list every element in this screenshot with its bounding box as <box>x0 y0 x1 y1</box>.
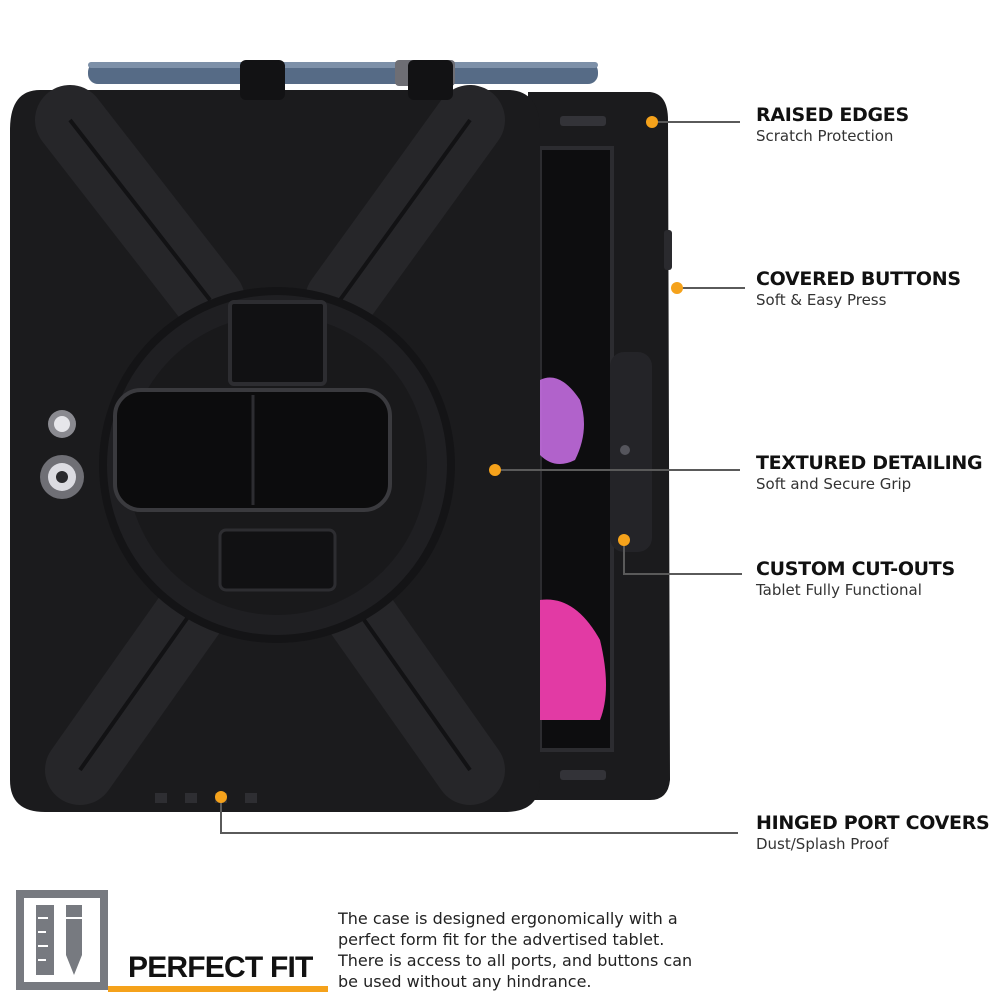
perfect-fit-description: The case is designed ergonomically with … <box>338 908 738 992</box>
feature-subtitle: Dust/Splash Proof <box>756 835 889 853</box>
feature-title: HINGED PORT COVERS <box>756 812 990 834</box>
feature-title: CUSTOM CUT-OUTS <box>756 558 955 580</box>
feature-title: COVERED BUTTONS <box>756 268 961 290</box>
callout-textured-detailing <box>489 464 740 476</box>
feature-title: RAISED EDGES <box>756 104 909 126</box>
ruler-pencil-icon <box>16 890 108 990</box>
speaker-grille-top <box>560 116 606 126</box>
callout-hinged-port-covers <box>215 791 738 834</box>
perfect-fit-underline <box>108 986 328 992</box>
description-line: The case is designed ergonomically with … <box>338 909 678 928</box>
feature-hinged-port-covers: HINGED PORT COVERS Dust/Splash Proof <box>756 812 996 854</box>
callout-custom-cutouts <box>618 534 742 575</box>
feature-covered-buttons: COVERED BUTTONS Soft & Easy Press <box>756 268 996 310</box>
speaker-grille-bottom <box>560 770 606 780</box>
description-line: be used without any hindrance. <box>338 972 592 991</box>
description-line: There is access to all ports, and button… <box>338 951 693 970</box>
callout-covered-buttons <box>671 282 745 294</box>
callout-raised-edges <box>646 116 740 128</box>
stylus-pen <box>88 60 598 86</box>
feature-title: TEXTURED DETAILING <box>756 452 983 474</box>
case-back-view <box>10 60 540 812</box>
feature-subtitle: Scratch Protection <box>756 127 894 145</box>
feature-raised-edges: RAISED EDGES Scratch Protection <box>756 104 996 146</box>
description-line: perfect form fit for the advertised tabl… <box>338 930 665 949</box>
case-front-view <box>528 92 672 800</box>
feature-custom-cutouts: CUSTOM CUT-OUTS Tablet Fully Functional <box>756 558 996 600</box>
perfect-fit-title: PERFECT FIT <box>128 951 313 984</box>
feature-subtitle: Tablet Fully Functional <box>756 581 922 599</box>
feature-subtitle: Soft and Secure Grip <box>756 475 912 493</box>
feature-textured-detailing: TEXTURED DETAILING Soft and Secure Grip <box>756 452 996 494</box>
feature-subtitle: Soft & Easy Press <box>756 291 887 309</box>
